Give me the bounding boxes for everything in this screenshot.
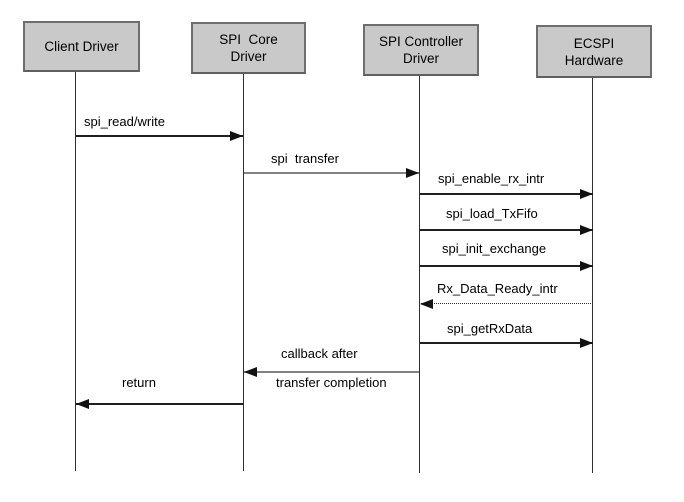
actor-label-spi-core-line2: Driver xyxy=(230,49,267,64)
actor-label-spi-controller-line2: Driver xyxy=(403,51,439,66)
actor-label-spi-controller-line1: SPI Controller xyxy=(378,34,464,49)
message-label: spi_enable_rx_intr xyxy=(438,171,545,186)
message-line xyxy=(420,229,593,231)
actor-box-spi-controller-driver: SPI Controller Driver xyxy=(363,24,479,76)
message-label: spi_getRxData xyxy=(447,321,533,336)
message-line xyxy=(76,403,243,405)
lifeline-ecspi-hardware xyxy=(592,78,593,473)
lifeline-spi-core-driver xyxy=(243,74,244,471)
lifeline-client-driver xyxy=(75,72,76,471)
message-label: spi_init_exchange xyxy=(442,241,547,256)
message-label: Rx_Data_Ready_intr xyxy=(437,281,558,296)
message-label: spi_read/write xyxy=(84,114,165,129)
message-line xyxy=(420,265,593,267)
message-line xyxy=(244,172,419,174)
arrowhead-right xyxy=(580,338,593,348)
message-label: spi_load_TxFifo xyxy=(446,206,538,221)
message-label-top: callback after xyxy=(281,346,358,361)
message-line xyxy=(76,135,243,137)
arrowhead-right xyxy=(580,225,593,235)
arrowhead-right xyxy=(580,261,593,271)
lifeline-spi-controller-driver xyxy=(419,76,420,473)
actor-box-spi-core-driver: SPI Core Driver xyxy=(191,22,306,74)
message-line xyxy=(420,342,593,344)
actor-label-client-driver: Client Driver xyxy=(44,39,119,54)
message-line xyxy=(420,193,593,195)
arrowhead-left xyxy=(244,367,257,377)
message-label: spi transfer xyxy=(271,151,339,166)
arrowhead-left xyxy=(76,399,89,409)
actor-label-spi-core-line1: SPI Core xyxy=(219,32,278,47)
actor-label-ecspi-line2: Hardware xyxy=(564,52,624,68)
arrowhead-right xyxy=(406,168,419,178)
message-line xyxy=(244,371,419,373)
actor-box-ecspi-hardware: ECSPI Hardware xyxy=(536,25,652,78)
actor-label-ecspi-line1: ECSPI xyxy=(573,35,615,51)
message-label-bottom: transfer completion xyxy=(276,375,387,390)
arrowhead-right xyxy=(580,189,593,199)
arrowhead-right xyxy=(230,131,243,141)
arrowhead-left xyxy=(420,299,433,309)
message-line xyxy=(421,303,593,304)
message-label: return xyxy=(122,375,156,390)
actor-box-client-driver: Client Driver xyxy=(23,21,140,72)
